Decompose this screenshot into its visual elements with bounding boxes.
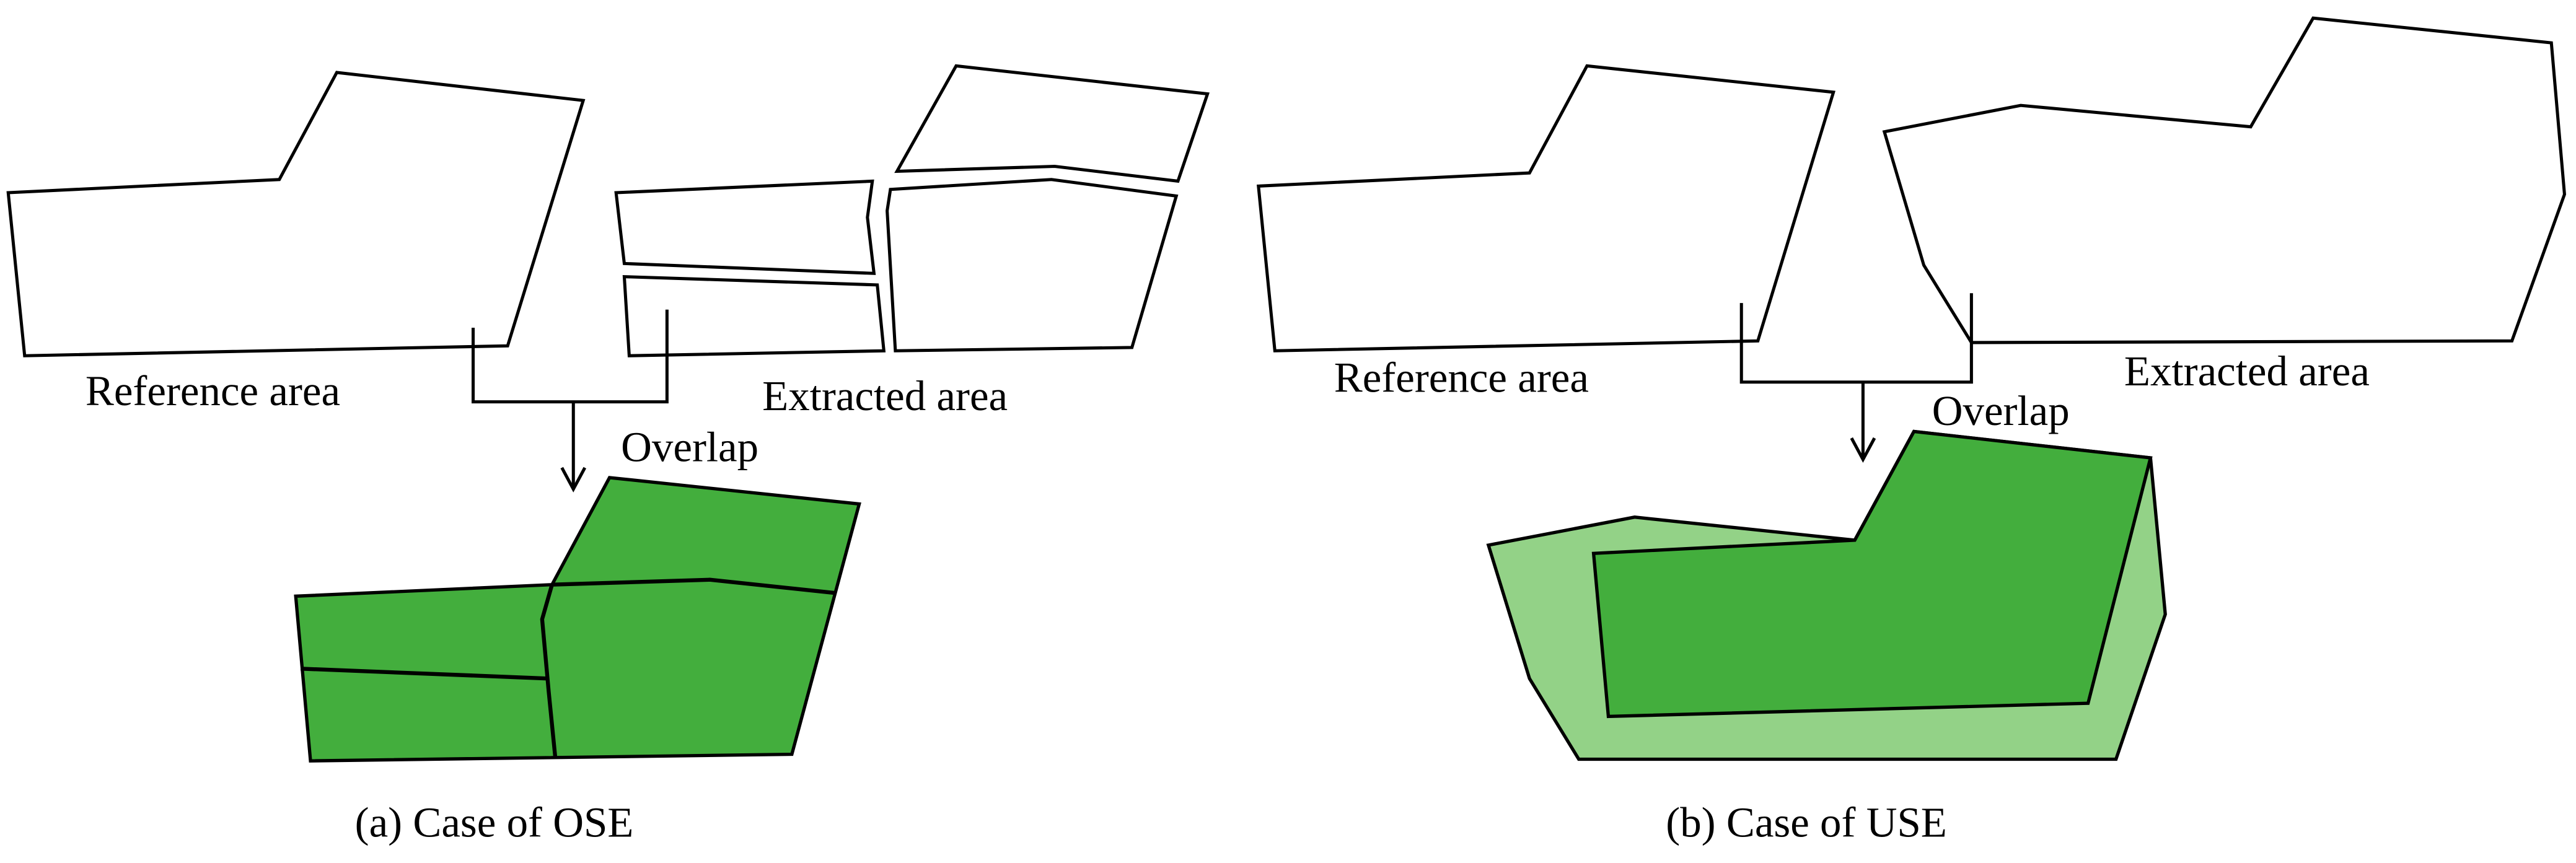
overlap-connector-b <box>1739 293 1973 384</box>
extracted-segment-a-1 <box>614 179 876 275</box>
extracted-segment-a-3 <box>894 64 1210 183</box>
overlap-division-a-2 <box>552 577 835 595</box>
reference-area-polygon-b <box>1257 64 1835 353</box>
overlap-division-a-3 <box>301 667 549 681</box>
extracted-area-polygon-b <box>1882 16 2566 344</box>
panel-ose: Reference area Extracted area Overlap (a… <box>6 64 1210 846</box>
overlap-arrow-head-a <box>560 467 587 493</box>
caption-a: (a) Case of OSE <box>355 798 634 846</box>
extracted-area-label-a: Extracted area <box>762 372 1008 419</box>
caption-b: (b) Case of USE <box>1666 798 1947 846</box>
overlap-division-a-1 <box>540 584 558 758</box>
reference-area-label-b: Reference area <box>1334 354 1589 401</box>
overlap-shape-b <box>1591 429 2153 719</box>
extracted-area-label-b: Extracted area <box>2124 347 2370 395</box>
overlap-label-b: Overlap <box>1932 387 2070 434</box>
overlap-label-a: Overlap <box>621 423 758 470</box>
extracted-segment-a-4 <box>886 178 1179 353</box>
panel-use: Reference area Extracted area Overlap (b… <box>1257 16 2566 846</box>
reference-area-polygon-a <box>6 71 586 357</box>
extracted-segment-a-2 <box>622 274 886 357</box>
overlap-connector-a <box>472 309 669 404</box>
overlap-arrow-head-b <box>1850 437 1876 463</box>
reference-area-label-a: Reference area <box>86 367 340 414</box>
overlap-shape-a <box>294 476 861 763</box>
